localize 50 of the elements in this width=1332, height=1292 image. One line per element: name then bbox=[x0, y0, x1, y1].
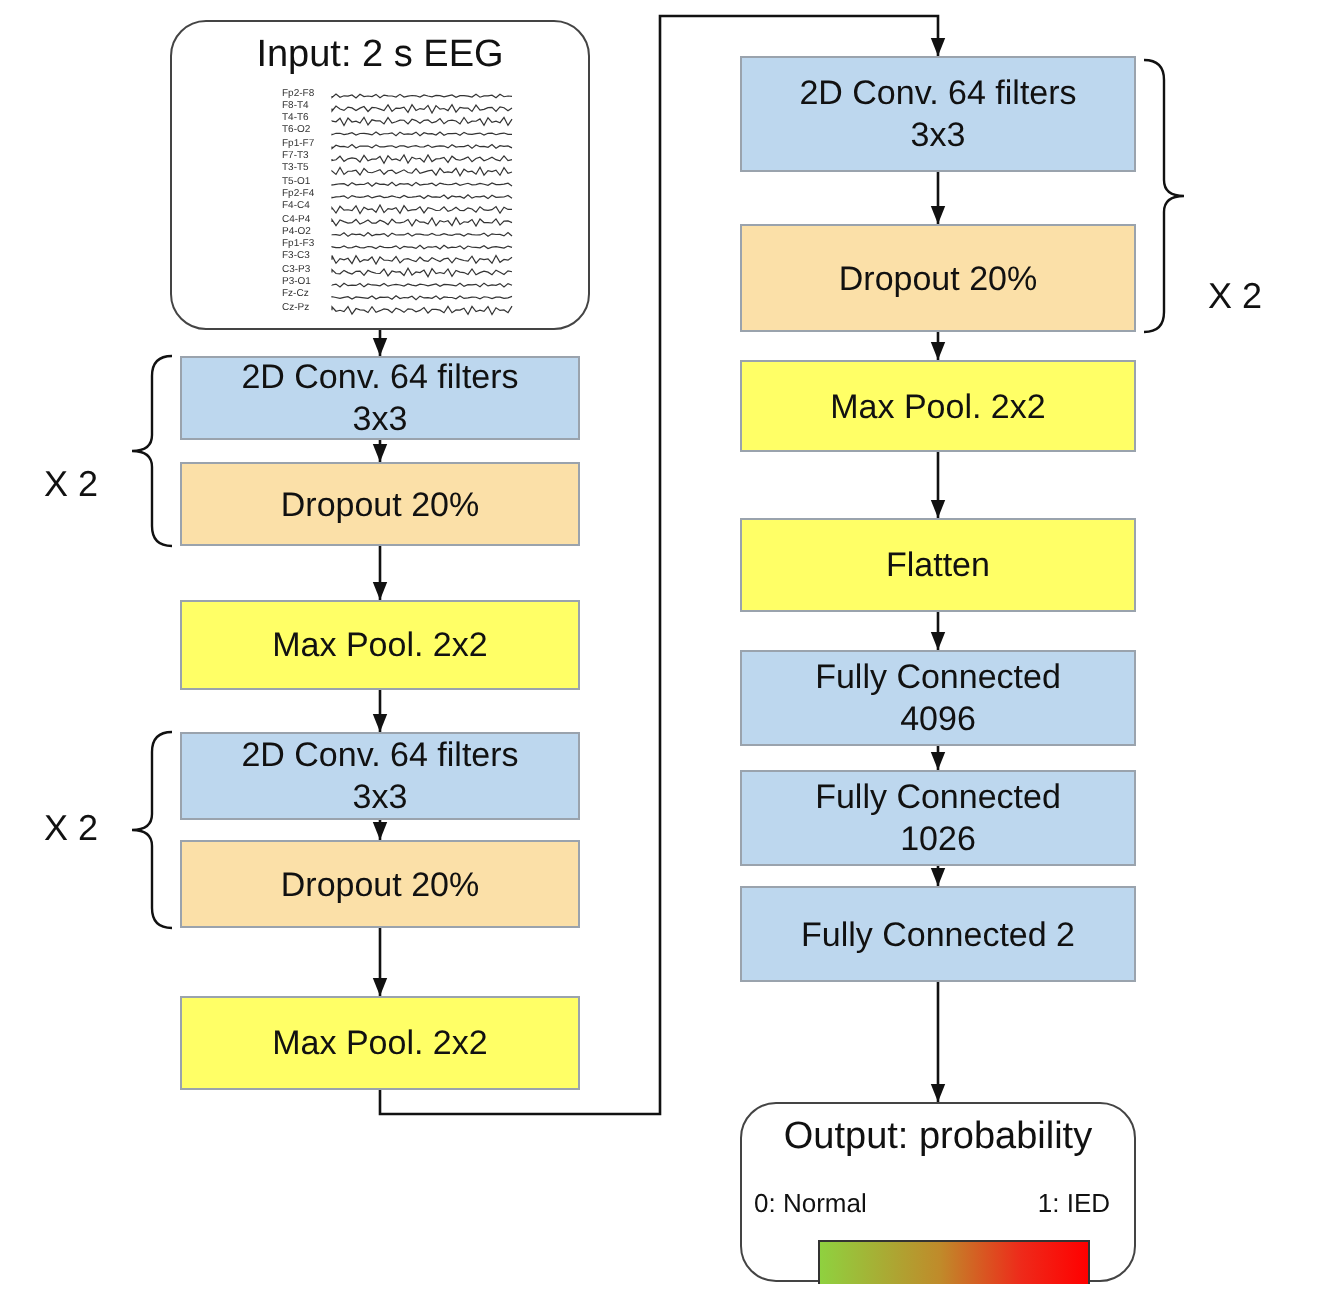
color-scale-bar bbox=[818, 1240, 1090, 1284]
arrow bbox=[372, 690, 388, 732]
layer-label: 2D Conv. 64 filters 3x3 bbox=[239, 734, 521, 818]
repeat-label: X 2 bbox=[44, 464, 99, 506]
arrow bbox=[930, 746, 946, 770]
arrow bbox=[372, 546, 388, 600]
scale-label: 1: IED bbox=[1037, 1188, 1110, 1218]
layer-label: 2D Conv. 64 filters 3x3 bbox=[239, 356, 521, 440]
layer-box bbox=[740, 224, 1136, 332]
arrow bbox=[378, 14, 946, 1116]
layer-box bbox=[180, 996, 580, 1090]
arrow bbox=[930, 452, 946, 518]
layer-label: Dropout 20% bbox=[838, 257, 1038, 299]
arrow bbox=[372, 820, 388, 840]
layer-box bbox=[740, 886, 1136, 982]
arrow bbox=[372, 330, 388, 356]
layer-label: Max Pool. 2x2 bbox=[272, 1022, 488, 1064]
layer-box bbox=[180, 462, 580, 546]
input-box bbox=[170, 20, 590, 330]
layer-label: 2D Conv. 64 filters 3x3 bbox=[797, 72, 1079, 156]
layer-box bbox=[180, 356, 580, 440]
arrow bbox=[930, 982, 946, 1102]
node-title: Output: probability bbox=[781, 1116, 1095, 1160]
arrow bbox=[930, 612, 946, 650]
layer-box bbox=[740, 770, 1136, 866]
layer-label: Fully Connected 4096 bbox=[813, 656, 1063, 740]
layer-box bbox=[740, 518, 1136, 612]
layer-box bbox=[740, 650, 1136, 746]
layer-box bbox=[180, 840, 580, 928]
arrow bbox=[372, 440, 388, 462]
repeat-label: X 2 bbox=[1208, 276, 1263, 318]
layer-label: Max Pool. 2x2 bbox=[272, 624, 488, 666]
arrow bbox=[930, 332, 946, 360]
layer-label: Dropout 20% bbox=[280, 483, 480, 525]
scale-label: 0: Normal bbox=[754, 1188, 867, 1218]
arrow bbox=[930, 866, 946, 886]
arrow bbox=[372, 928, 388, 996]
output-box bbox=[740, 1102, 1136, 1282]
layer-box bbox=[740, 360, 1136, 452]
repeat-label: X 2 bbox=[44, 808, 99, 850]
layer-box bbox=[180, 732, 580, 820]
layer-label: Fully Connected 2 bbox=[800, 913, 1076, 955]
arrow bbox=[930, 172, 946, 224]
node-title: Input: 2 s EEG bbox=[254, 34, 506, 78]
layer-box bbox=[180, 600, 580, 690]
layer-box bbox=[740, 56, 1136, 172]
layer-label: Max Pool. 2x2 bbox=[830, 385, 1046, 427]
layer-label: Dropout 20% bbox=[280, 863, 480, 905]
layer-label: Fully Connected 1026 bbox=[813, 776, 1063, 860]
layer-label: Flatten bbox=[886, 544, 990, 586]
